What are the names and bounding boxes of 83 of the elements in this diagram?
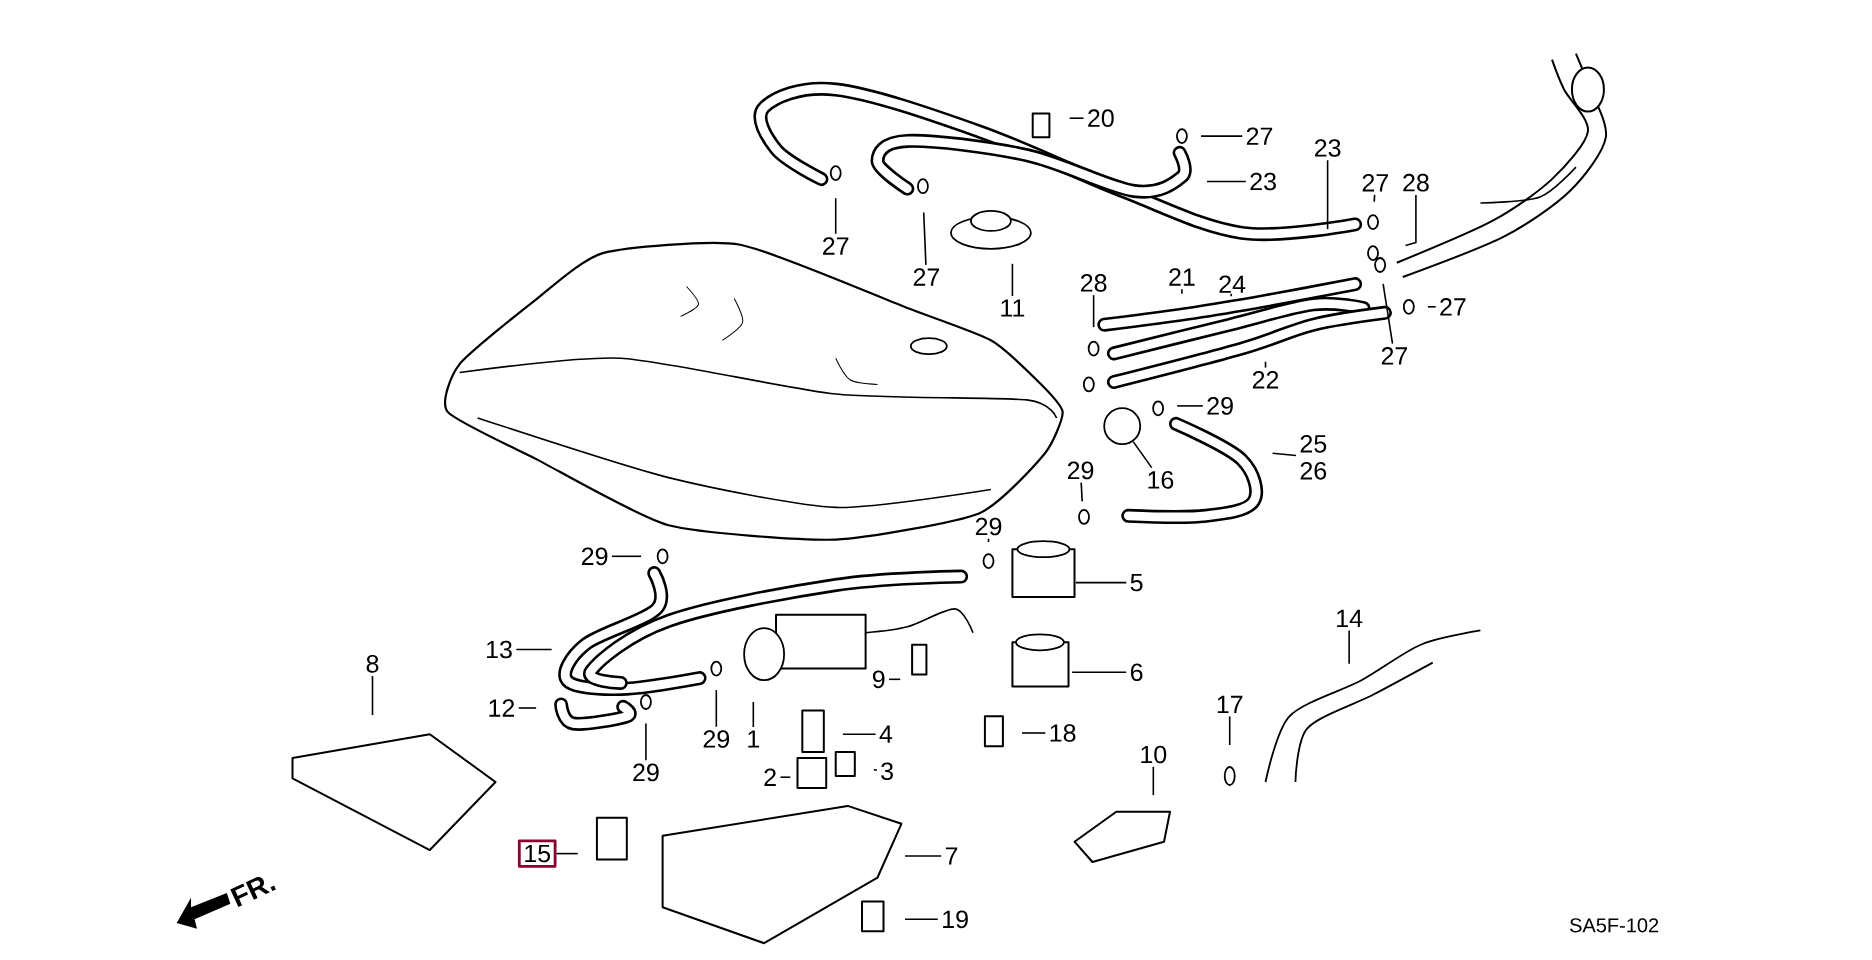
callout-number: 17: [1217, 695, 1243, 713]
leader-line: [1200, 135, 1243, 137]
callout-number: 29: [581, 547, 608, 566]
callout-number: 29: [975, 517, 1002, 536]
callout-number: 27: [1381, 347, 1408, 365]
leader-line: [715, 689, 718, 728]
callout-number: 2: [764, 768, 776, 786]
callout-number: 27: [1246, 127, 1273, 145]
callout-number: 13: [487, 640, 512, 659]
callout-number: 9: [872, 670, 885, 689]
callout-number: 25 26: [1300, 435, 1327, 480]
callout-number: 8: [366, 655, 379, 673]
callout-number: 27: [1440, 298, 1466, 316]
leader-line: [779, 776, 792, 778]
leader-line: [1021, 732, 1047, 734]
callout-number: 28: [1080, 274, 1107, 292]
leader-line: [1326, 159, 1329, 230]
leader-line: [1068, 117, 1085, 119]
leader-line: [515, 648, 553, 651]
leader-line: [1206, 180, 1247, 183]
callout-number: 6: [1130, 663, 1143, 682]
leader-line: [1074, 581, 1128, 584]
leader-line: [1382, 283, 1394, 345]
leader-line: [1404, 194, 1417, 247]
callout-number: 3: [881, 762, 893, 781]
leader-line: [1080, 481, 1083, 503]
leader-line: [922, 211, 927, 266]
callout-number: 15: [517, 839, 557, 868]
sender-unit-drawing: [1103, 407, 1142, 446]
leader-line: [1348, 629, 1350, 665]
leader-line: [517, 707, 537, 709]
leader-line: [1092, 294, 1095, 328]
leader-line: [1011, 263, 1014, 297]
callout-number: 14: [1337, 609, 1363, 627]
leader-line: [904, 918, 939, 921]
callout-number: 12: [489, 699, 515, 717]
leader-line: [1271, 452, 1297, 457]
direction-label: FR.: [230, 877, 276, 907]
leader-line: [1152, 765, 1155, 796]
leader-line: [1071, 671, 1128, 673]
callout-number: 28: [1403, 173, 1429, 192]
leader-line: [1176, 405, 1204, 407]
callout-number: 19: [943, 910, 968, 929]
callout-number: 1: [748, 730, 760, 748]
leader-line: [904, 855, 942, 857]
leader-line: [1132, 440, 1153, 469]
callout-number: 22: [1252, 371, 1279, 389]
callout-number: 21: [1169, 268, 1195, 286]
leader-line: [1230, 293, 1233, 298]
leader-line: [873, 769, 878, 771]
callout-number: 4: [879, 725, 893, 743]
leader-line: [371, 675, 374, 716]
callout-number: 23: [1314, 139, 1341, 157]
callout-number: 29: [1067, 461, 1094, 480]
callout-number: 20: [1088, 109, 1114, 128]
leader-line: [1228, 715, 1231, 746]
callout-number: 29: [633, 763, 659, 782]
callout-number: 16: [1148, 471, 1174, 489]
leader-line: [1181, 288, 1183, 295]
leader-line: [645, 722, 647, 761]
callout-number: 24: [1219, 275, 1246, 293]
callout-number: 27: [823, 237, 849, 255]
callout-number: 29: [703, 730, 730, 748]
callout-number: 5: [1130, 573, 1143, 592]
callout-number: 27: [1362, 174, 1388, 192]
callout-number: 27: [913, 268, 940, 286]
leader-line: [987, 537, 990, 543]
callout-number: 11: [1001, 299, 1025, 317]
callout-number: 7: [945, 847, 958, 865]
callout-number: 10: [1141, 745, 1167, 764]
leader-line: [1427, 306, 1437, 308]
drawing-code: SA5F-102: [1570, 918, 1659, 933]
leader-line: [555, 852, 579, 855]
callout-number: 29: [1207, 397, 1233, 415]
leader-line: [1373, 194, 1376, 203]
leader-line: [752, 701, 755, 728]
leader-line: [842, 733, 877, 735]
callout-number: 18: [1050, 724, 1076, 742]
leader-line: [1264, 360, 1267, 369]
leader-line: [834, 197, 837, 235]
leader-line: [888, 678, 901, 681]
leader-line: [611, 555, 642, 558]
callout-number: 23: [1250, 172, 1276, 191]
